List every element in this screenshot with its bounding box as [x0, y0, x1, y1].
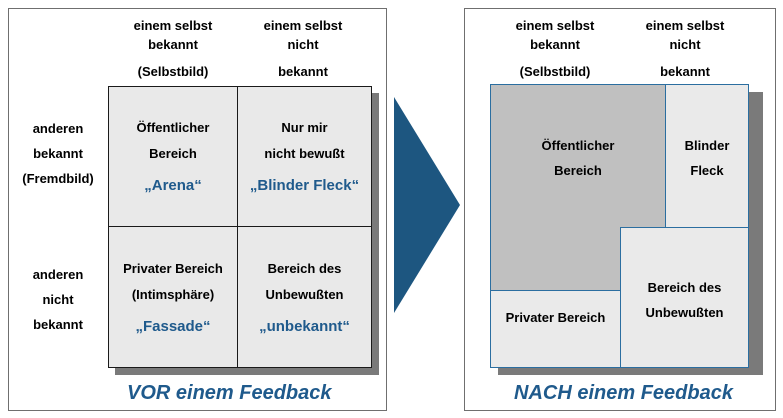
after-cell-unknown: Bereich des Unbewußten [620, 227, 749, 368]
before-cell-facade: Privater Bereich (Intimsphäre) „Fassade“ [108, 226, 238, 368]
after-col-header-unknown: einem selbst nicht bekannt [645, 18, 725, 79]
before-caption: VOR einem Feedback [127, 382, 332, 404]
before-cell-blind-spot: Nur mir nicht bewußt „Blinder Fleck“ [237, 86, 372, 227]
before-cell-arena: Öffentlicher Bereich „Arena“ [108, 86, 238, 227]
before-row-header-known: anderen bekannt (Fremdbild) [22, 121, 94, 186]
before-col-header-unknown: einem selbst nicht bekannt [263, 18, 343, 79]
after-cell-blind-spot: Blinder Fleck [665, 84, 749, 228]
after-cell-private: Privater Bereich [490, 290, 621, 368]
after-caption: NACH einem Feedback [514, 382, 733, 404]
before-row-header-unknown: anderen nicht bekannt [32, 267, 84, 332]
before-cell-unknown: Bereich des Unbewußten „unbekannt“ [237, 226, 372, 368]
transition-arrow-icon [394, 97, 460, 313]
before-col-header-known: einem selbst bekannt (Selbstbild) [133, 18, 213, 79]
after-col-header-known: einem selbst bekannt (Selbstbild) [515, 18, 595, 79]
